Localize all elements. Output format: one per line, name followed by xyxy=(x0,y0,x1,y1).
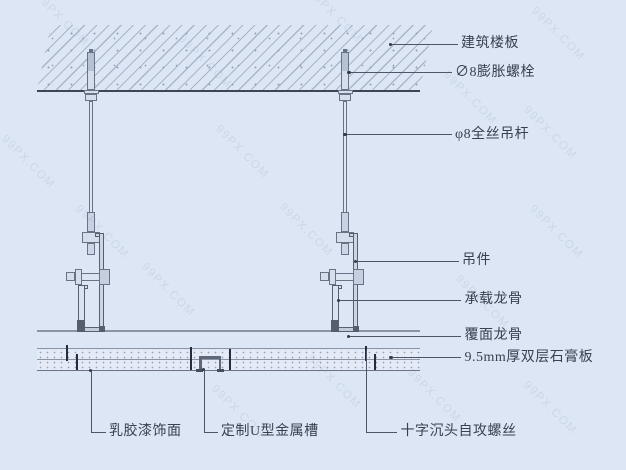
bolt-nut xyxy=(339,93,351,101)
watermark-text: 99PX.COM xyxy=(404,366,464,426)
leader-dot xyxy=(388,42,393,46)
clamp-bolt-nut xyxy=(353,269,364,285)
hanger-top-hook xyxy=(94,233,104,238)
clamp-bolt-shaft xyxy=(335,272,354,281)
slab-bottom-line xyxy=(37,90,420,92)
label-u-channel: 定制U型金属槽 xyxy=(221,424,319,440)
leader-screw-vertical xyxy=(365,350,367,433)
leader-screw-horizontal xyxy=(365,431,397,433)
covering-keel-line xyxy=(37,329,420,333)
u-channel-top xyxy=(199,356,221,359)
rod-stub xyxy=(341,243,349,255)
label-screw: 十字沉头自攻螺丝 xyxy=(400,424,517,439)
leader-building-slab xyxy=(390,43,458,45)
label-latex-paint: 乳胶漆饰面 xyxy=(109,424,182,440)
channel-left-flange xyxy=(77,284,85,332)
leader-dot xyxy=(354,259,358,263)
watermark-text: 99PX.COM xyxy=(526,202,586,262)
leader-latex-horizontal xyxy=(90,432,106,434)
hanger-plate xyxy=(99,233,104,331)
leader-dot xyxy=(337,299,341,303)
clamp-bolt-nut xyxy=(99,269,110,285)
label-gypsum-board: 9.5mm厚双层石膏板 xyxy=(464,349,594,365)
leader-gypsum-board xyxy=(391,357,461,359)
channel-top-lip xyxy=(77,284,88,290)
label-hanger-rod: φ8全丝吊杆 xyxy=(455,126,530,142)
bolt-nut xyxy=(85,93,97,101)
clamp-bolt-head xyxy=(66,272,75,281)
clamp-bolt-head xyxy=(320,272,329,281)
label-expansion-bolt: ∅8膨胀螺栓 xyxy=(455,64,535,80)
leader-u-channel-horizontal xyxy=(203,432,218,434)
hanger-plate xyxy=(353,233,358,331)
channel-left-flange xyxy=(331,284,339,332)
label-building-slab: 建筑楼板 xyxy=(461,36,519,52)
board-mid-line xyxy=(37,359,420,361)
u-channel-right-foot xyxy=(217,368,224,372)
u-channel-left-foot xyxy=(196,368,203,372)
concrete-slab-hatch xyxy=(37,25,433,90)
leader-load-keel xyxy=(338,300,461,302)
channel-top-lip xyxy=(331,284,342,290)
threaded-rod xyxy=(342,100,348,213)
label-load-keel: 承载龙骨 xyxy=(464,292,523,308)
board-top-line xyxy=(37,348,420,350)
watermark-text: 99PX.COM xyxy=(138,260,198,320)
watermark-text: 99PX.COM xyxy=(212,122,272,182)
rod-stub xyxy=(87,243,95,255)
clamp-bolt-washer xyxy=(75,269,82,285)
label-hanger: 吊件 xyxy=(462,253,491,268)
adjust-nut-block xyxy=(81,231,101,244)
watermark-text: 99PX.COM xyxy=(276,200,336,260)
screw-tick xyxy=(373,353,376,370)
rod-collar xyxy=(86,212,96,232)
leader-hanger-rod xyxy=(345,134,452,136)
u-channel-right xyxy=(218,356,221,370)
clamp-bolt-shaft xyxy=(81,272,100,281)
leader-u-channel-vertical xyxy=(203,369,205,433)
screw-tick xyxy=(228,349,231,370)
board-bottom-line xyxy=(37,369,420,372)
gypsum-layer-2 xyxy=(37,360,420,370)
leader-latex-vertical xyxy=(90,370,92,433)
label-cover-keel: 覆面龙骨 xyxy=(464,328,523,344)
gypsum-layer-1 xyxy=(37,349,420,360)
leader-dot xyxy=(343,133,347,137)
u-channel-left xyxy=(199,356,202,370)
screw-tick xyxy=(65,345,68,361)
hanger-top-hook xyxy=(348,233,358,238)
screw-tick xyxy=(190,347,193,370)
threaded-rod xyxy=(88,100,94,213)
clamp-bolt-washer xyxy=(329,269,336,285)
leader-expansion-bolt xyxy=(349,72,452,74)
leader-cover-keel xyxy=(348,336,461,338)
watermark-text: 99PX.COM xyxy=(520,103,580,163)
leader-dot xyxy=(347,335,351,339)
leader-hanger xyxy=(355,260,459,262)
watermark-text: 99PX.COM xyxy=(520,378,580,438)
screw-tick xyxy=(76,354,79,370)
rod-collar xyxy=(340,212,350,232)
watermark-text: 99PX.COM xyxy=(528,4,588,64)
adjust-nut-block xyxy=(335,231,355,244)
leader-dot xyxy=(389,356,393,360)
watermark-text: 99PX.COM xyxy=(72,202,132,262)
leader-dot xyxy=(347,71,351,75)
watermark-text: 99PX.COM xyxy=(0,132,58,192)
